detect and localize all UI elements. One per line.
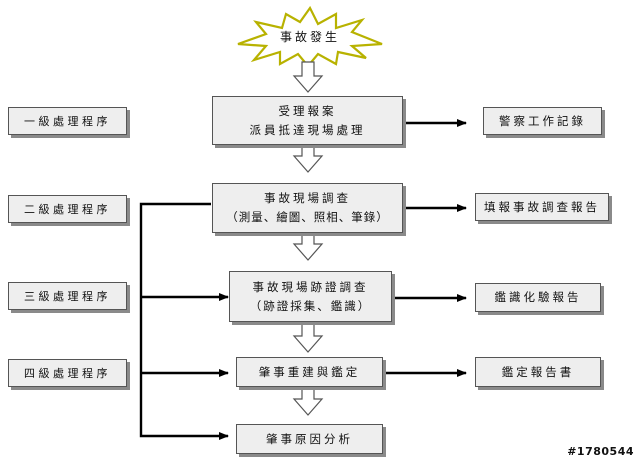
step-scene-investigation: 事故現場調查 （測量、繪圖、照相、筆錄） bbox=[212, 183, 403, 233]
output-police-record: 警察工作記錄 bbox=[483, 107, 602, 135]
level-3-box: 三級處理程序 bbox=[8, 282, 127, 310]
start-event-label: 事故發生 bbox=[279, 30, 340, 44]
down-arrow bbox=[292, 321, 324, 353]
output-appraisal-report: 鑑定報告書 bbox=[475, 357, 601, 387]
step-scene-investigation-line2: （測量、繪圖、照相、筆錄） bbox=[226, 210, 389, 224]
flow-arrows bbox=[292, 61, 324, 416]
down-arrow bbox=[292, 232, 324, 261]
down-arrow bbox=[292, 61, 324, 93]
output-forensic-report: 鑑識化驗報告 bbox=[475, 283, 601, 312]
down-arrow bbox=[292, 386, 324, 416]
step-receive-report-line2: 派員抵達現場處理 bbox=[249, 122, 366, 137]
output-connectors bbox=[384, 119, 467, 377]
level-4-box: 四級處理程序 bbox=[8, 359, 127, 387]
step-cause-analysis: 肇事原因分析 bbox=[236, 424, 383, 454]
step-evidence-investigation: 事故現場跡證調查 （跡證採集、鑑識） bbox=[229, 271, 392, 322]
step-receive-report: 受理報案 派員抵達現場處理 bbox=[212, 96, 403, 145]
down-arrow bbox=[292, 144, 324, 173]
output-accident-report: 填報事故調查報告 bbox=[475, 193, 609, 221]
level-2-box: 二級處理程序 bbox=[8, 195, 127, 223]
step-receive-report-line1: 受理報案 bbox=[278, 103, 337, 118]
level-1-box: 一級處理程序 bbox=[8, 107, 127, 135]
step-reconstruction: 肇事重建與鑑定 bbox=[236, 357, 383, 387]
step-scene-investigation-line1: 事故現場調查 bbox=[264, 191, 351, 205]
step-evidence-investigation-line2: （跡證採集、鑑識） bbox=[249, 298, 372, 313]
left-bracket-connector bbox=[139, 202, 229, 440]
step-evidence-investigation-line1: 事故現場跡證調查 bbox=[252, 279, 369, 294]
watermark-id: #1780544 bbox=[567, 445, 634, 458]
